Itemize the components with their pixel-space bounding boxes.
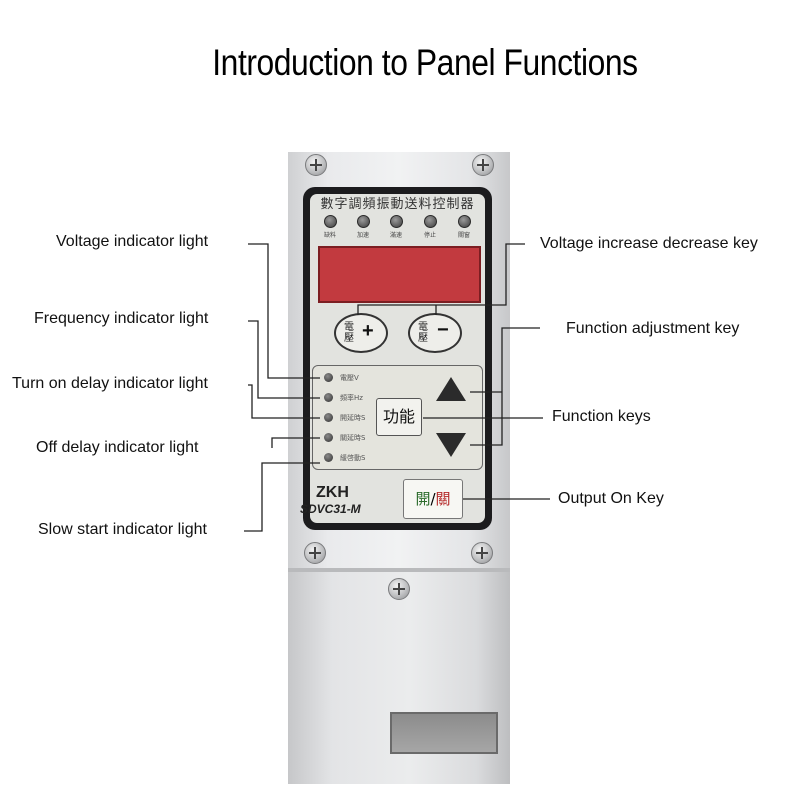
- screw-icon: [305, 154, 327, 176]
- indicator-label: 頻率Hz: [340, 393, 363, 403]
- indicator-label: 緩啓動S: [340, 453, 365, 463]
- slow-start-indicator-led: [324, 453, 333, 462]
- status-led: [458, 215, 471, 228]
- arrow-down-button[interactable]: [436, 433, 466, 457]
- output-close-label: 關: [436, 490, 451, 508]
- status-led-label: 停止: [415, 230, 445, 239]
- indicator-label: 開延時S: [340, 413, 365, 423]
- callout-function-keys: Function keys: [552, 407, 651, 427]
- status-led-label: 缺料: [315, 230, 345, 239]
- status-led: [424, 215, 437, 228]
- voltage-increase-button[interactable]: 電壓 +: [334, 313, 388, 353]
- led-display: [318, 246, 481, 303]
- screw-icon: [388, 578, 410, 600]
- turn-on-delay-indicator-led: [324, 413, 333, 422]
- callout-voltage-indicator: Voltage indicator light: [56, 232, 208, 252]
- brand-label: ZKH: [316, 484, 349, 502]
- screw-icon: [472, 154, 494, 176]
- arrow-up-button[interactable]: [436, 377, 466, 401]
- voltage-key-label: 電壓: [418, 322, 429, 344]
- page-title: Introduction to Panel Functions: [56, 42, 794, 84]
- status-led-label: 滿速: [381, 230, 411, 239]
- minus-icon: −: [437, 319, 449, 342]
- status-led: [357, 215, 370, 228]
- status-led-label: 加速: [348, 230, 378, 239]
- status-led-label: 關窗: [449, 230, 479, 239]
- output-open-label: 開: [415, 490, 430, 508]
- frequency-indicator-led: [324, 393, 333, 402]
- off-delay-indicator-led: [324, 433, 333, 442]
- callout-turn-on-delay: Turn on delay indicator light: [12, 374, 208, 394]
- label-window: [390, 712, 498, 754]
- plus-icon: +: [362, 320, 374, 343]
- indicator-label: 電壓V: [340, 373, 359, 383]
- callout-off-delay: Off delay indicator light: [36, 438, 198, 458]
- screw-icon: [304, 542, 326, 564]
- output-on-key[interactable]: 開/關: [403, 479, 463, 519]
- indicator-label: 關延時S: [340, 433, 365, 443]
- voltage-indicator-led: [324, 373, 333, 382]
- status-led: [390, 215, 403, 228]
- voltage-decrease-button[interactable]: 電壓 −: [408, 313, 462, 353]
- panel-title: 數字調頻振動送料控制器: [310, 193, 485, 212]
- callout-slow-start: Slow start indicator light: [38, 520, 207, 540]
- bracket-seam: [288, 568, 510, 572]
- voltage-key-label: 電壓: [344, 322, 355, 344]
- status-led: [324, 215, 337, 228]
- function-key[interactable]: 功能: [376, 398, 422, 436]
- callout-function-adjust: Function adjustment key: [566, 319, 739, 339]
- callout-voltage-keys: Voltage increase decrease key: [540, 234, 758, 254]
- callout-output-on: Output On Key: [558, 489, 664, 509]
- screw-icon: [471, 542, 493, 564]
- control-panel-face: [310, 194, 485, 523]
- callout-frequency-indicator: Frequency indicator light: [34, 309, 208, 329]
- model-label: SDVC31-M: [300, 502, 361, 516]
